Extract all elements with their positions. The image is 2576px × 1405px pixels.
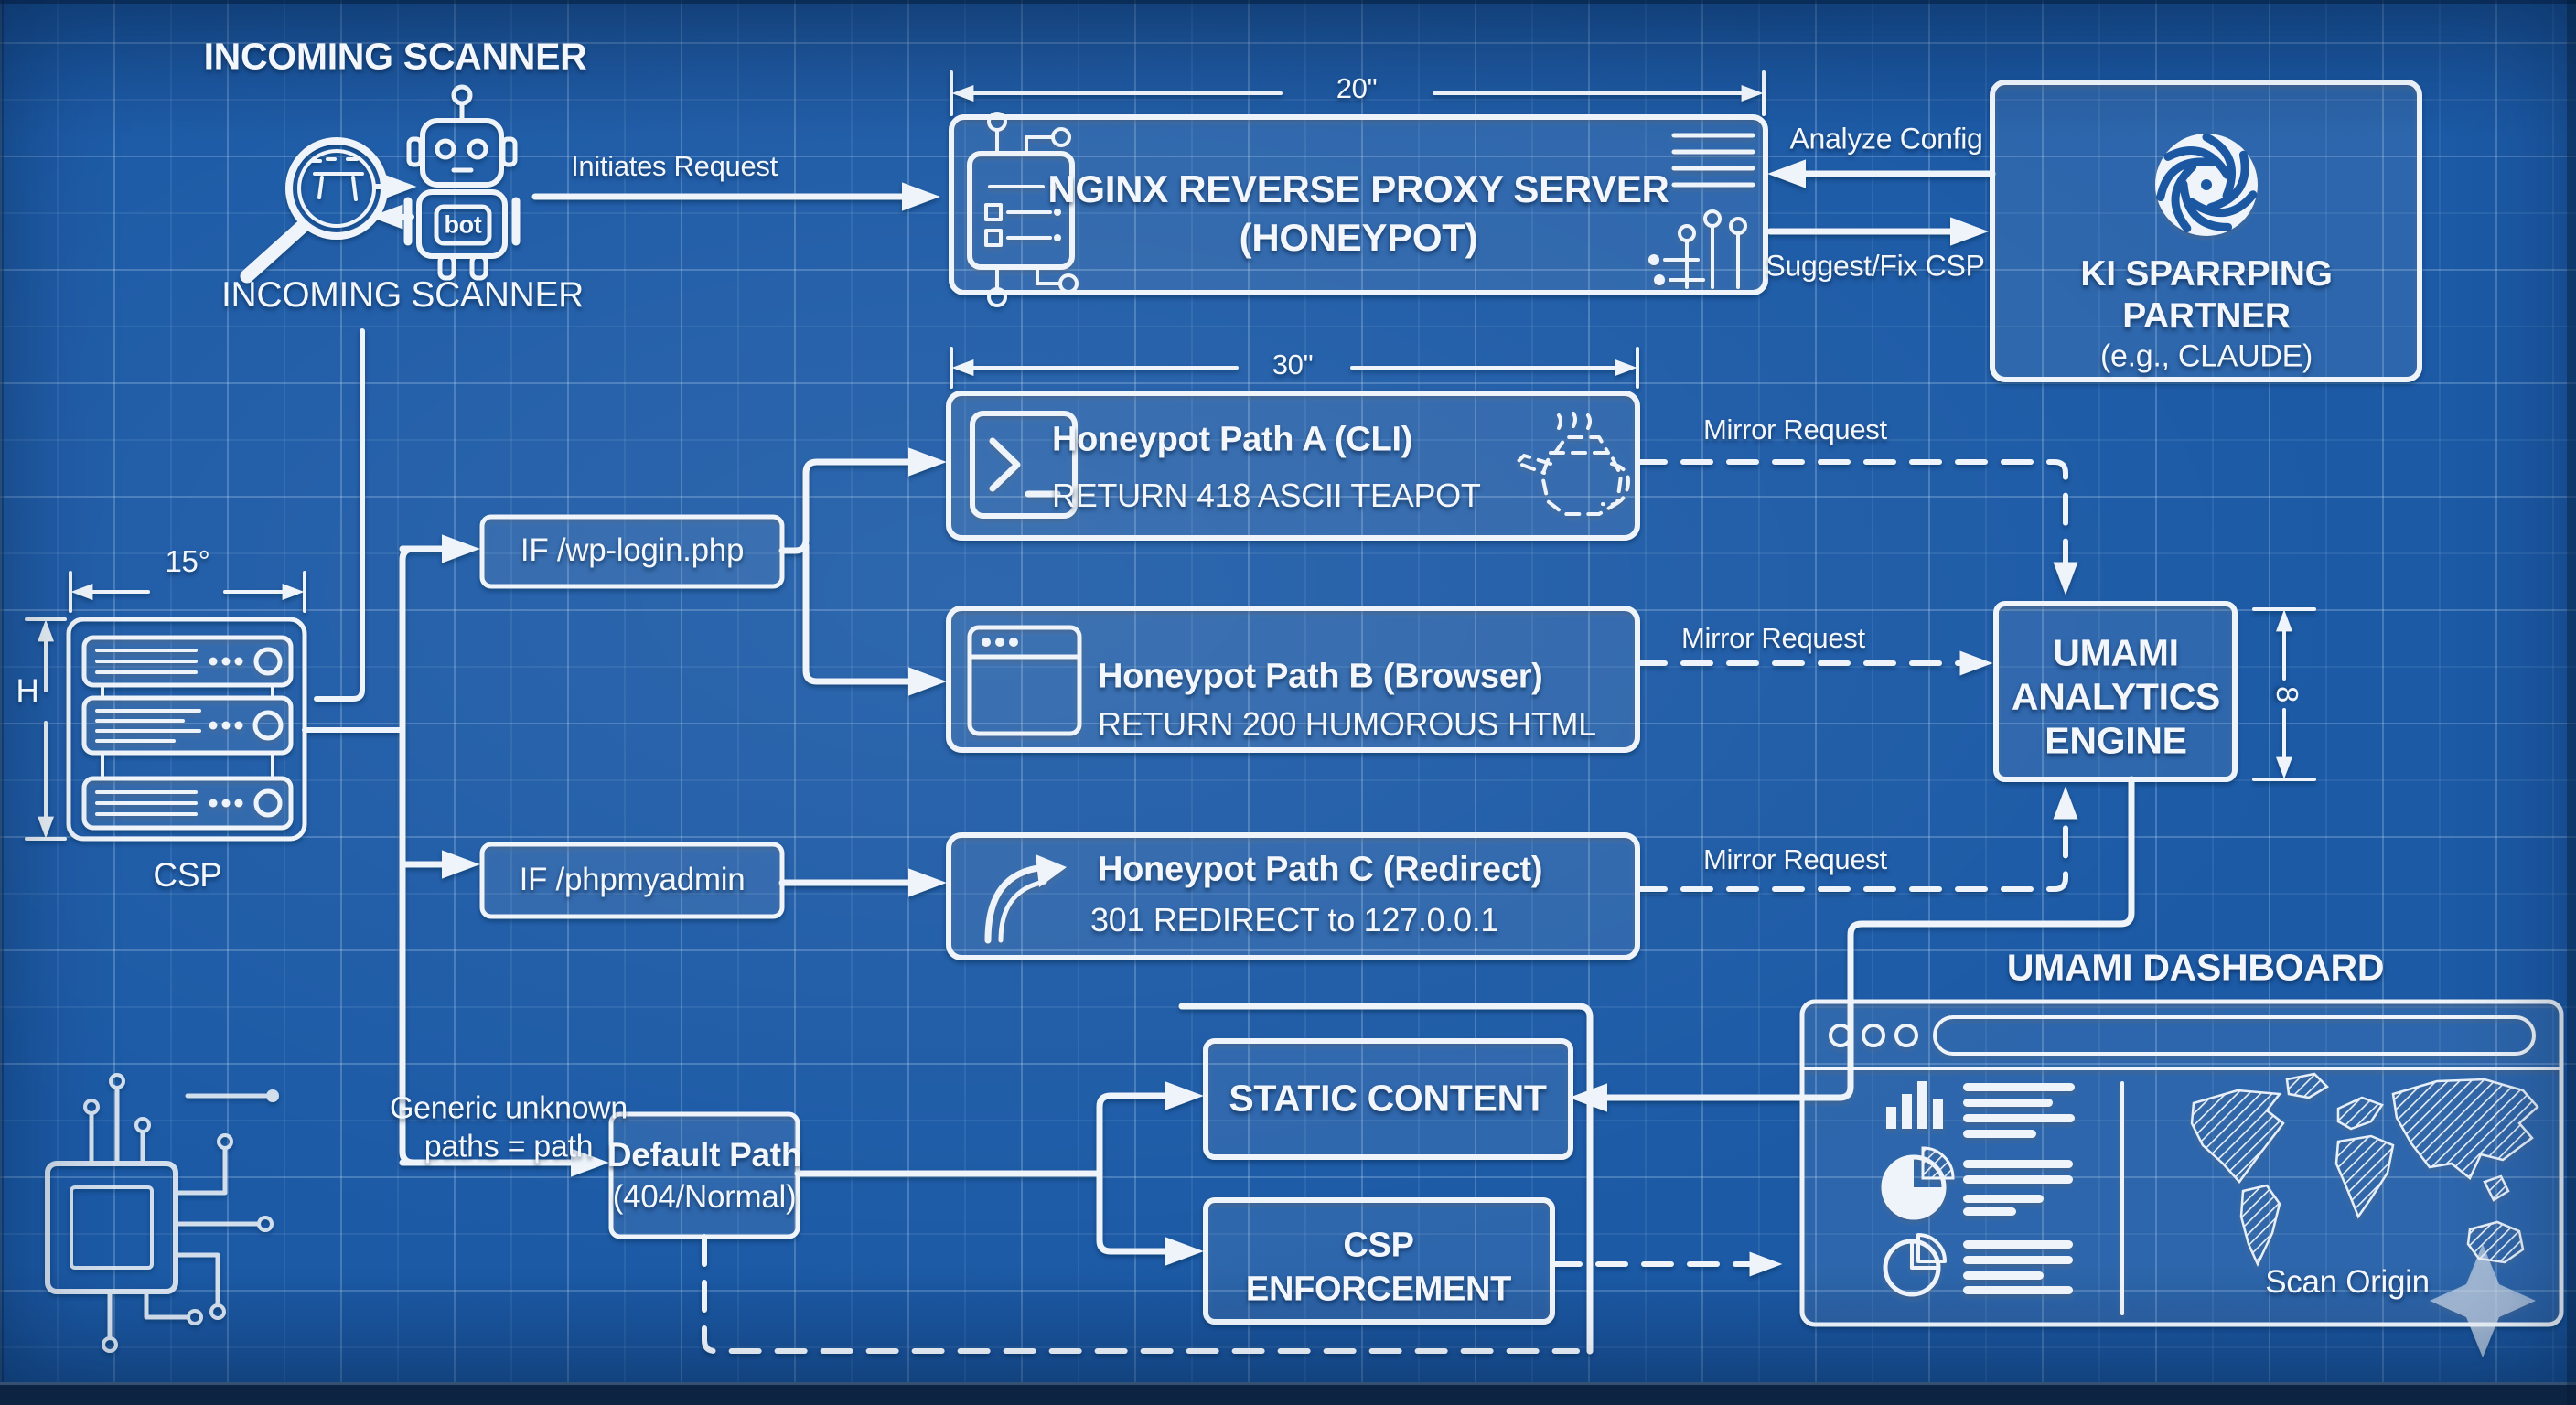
- donut-chart-icon: [1883, 1233, 1947, 1297]
- generic-paths-note: Generic unknown: [389, 1090, 628, 1126]
- dimension-30-ticks: [950, 347, 1639, 389]
- path-c-title: Honeypot Path C (Redirect): [1098, 850, 1543, 889]
- edge-shade: [2567, 0, 2576, 1405]
- dimension-h-label: H: [16, 673, 39, 709]
- dimension-8-ticks: [2252, 607, 2316, 781]
- analytics-engine-label3: ENGINE: [2045, 719, 2187, 762]
- if-phpmyadmin-label: IF /phpmyadmin: [519, 862, 746, 897]
- if-wp-login-box: [479, 514, 785, 589]
- nginx-title: NGINX REVERSE PROXY SERVER: [1047, 167, 1669, 210]
- path-c-subtitle: 301 REDIRECT to 127.0.0.1: [1090, 901, 1499, 938]
- window-control-icon: [1862, 1024, 1885, 1047]
- scan-origin-label: Scan Origin: [2265, 1264, 2430, 1300]
- url-bar: [1933, 1015, 2536, 1056]
- sparkle-icon: [2430, 1244, 2536, 1357]
- csp-enforcement-box: [1203, 1197, 1555, 1325]
- mirror-request-label-c: Mirror Request: [1703, 843, 1887, 875]
- connector-trunk: [399, 545, 417, 1166]
- terminal-icon: [970, 411, 1078, 519]
- dimension-8-label: 8: [2270, 685, 2304, 703]
- bar-chart-icon: [1886, 1081, 1943, 1129]
- dashed-mirror-a: [1635, 459, 2078, 595]
- mirror-request-label-b: Mirror Request: [1681, 622, 1865, 654]
- path-a-box: [946, 391, 1640, 541]
- path-b-box: [946, 606, 1640, 753]
- stat-text-lines: [1963, 1240, 2073, 1294]
- ki-partner-name2: PARTNER: [2122, 296, 2291, 336]
- mirror-request-label-a: Mirror Request: [1703, 413, 1887, 445]
- suggest-fix-label: Suggest/Fix CSP: [1766, 249, 1985, 283]
- stat-text-lines: [1963, 1160, 2073, 1216]
- knot-logo-icon: [2155, 133, 2258, 236]
- analytics-engine-label: UMAMI: [2053, 631, 2179, 674]
- ki-partner-name: KI SPARRPING: [2080, 254, 2333, 294]
- analyze-config-label: Analyze Config: [1789, 122, 1983, 156]
- server-stack-icon: [66, 617, 307, 842]
- arrow-wp-to-path-a: [778, 447, 947, 554]
- nginx-box: [949, 114, 1768, 295]
- connector-scanner-down: [314, 328, 365, 702]
- teapot-icon: [1515, 412, 1630, 516]
- static-content-label: STATIC CONTENT: [1229, 1077, 1547, 1120]
- world-map: [2190, 1072, 2539, 1267]
- generic-paths-note2: paths = path: [424, 1129, 594, 1164]
- dimension-15-ticks: [69, 571, 306, 613]
- robot-icon: [403, 84, 521, 281]
- ki-partner-example: (e.g., CLAUDE): [2100, 338, 2313, 374]
- node-boxes: [479, 80, 2422, 1325]
- static-content-box: [1203, 1038, 1573, 1160]
- dashboard-heading: UMAMI DASHBOARD: [2006, 946, 2385, 989]
- window-control-icon: [1829, 1024, 1852, 1047]
- csp-enforcement-label2: ENFORCEMENT: [1245, 1270, 1512, 1309]
- path-a-title: Honeypot Path A (CLI): [1052, 420, 1413, 459]
- default-path-subtitle: (404/Normal): [612, 1179, 797, 1215]
- dashed-default-path-loop: [702, 1234, 1580, 1354]
- path-b-subtitle: RETURN 200 HUMOROUS HTML: [1098, 705, 1596, 743]
- pie-chart-icon: [1881, 1146, 1955, 1220]
- csp-origin-label: CSP: [153, 856, 222, 894]
- dimension-h-ticks: [25, 617, 67, 841]
- bot-label: bot: [444, 210, 482, 239]
- connector-default-split: [794, 1092, 1138, 1255]
- chip-icon: [45, 1073, 279, 1353]
- dimension-15-label: 15°: [165, 544, 210, 578]
- dashboard-window: [1799, 999, 2564, 1327]
- dimension-20-ticks: [950, 70, 1766, 116]
- bot-label-box: [434, 204, 492, 246]
- default-path-title: Default Path: [606, 1136, 802, 1174]
- footer-bar: [0, 1382, 2576, 1405]
- stat-text-lines: [1963, 1083, 2075, 1138]
- dimension-lines: [25, 70, 2316, 841]
- arrow-wp-to-path-b: [802, 542, 947, 696]
- scanner-caption: INCOMING SCANNER: [220, 275, 585, 315]
- analytics-engine-box: [1993, 601, 2238, 782]
- dashed-mirror-c: [1635, 786, 2078, 892]
- path-a-subtitle: RETURN 418 ASCII TEAPOT: [1052, 477, 1481, 514]
- circuit-trace-icon: [1648, 133, 1755, 289]
- connector-lines: [302, 159, 2135, 1355]
- default-path-box: [608, 1111, 800, 1239]
- server-list-icon: [967, 112, 1079, 307]
- csp-enforcement-label: CSP: [1343, 1226, 1414, 1265]
- path-b-title: Honeypot Path B (Browser): [1098, 657, 1543, 696]
- if-phpmyadmin-box: [479, 842, 785, 919]
- path-c-box: [946, 832, 1640, 960]
- if-wp-login-label: IF /wp-login.php: [520, 532, 745, 568]
- nginx-subtitle: (HONEYPOT): [1239, 216, 1478, 259]
- magnifier-icon: [240, 137, 388, 284]
- redirect-arrow-icon: [984, 854, 1067, 944]
- connector-bracket: [1178, 1003, 1594, 1355]
- window-control-icon: [1894, 1024, 1918, 1047]
- scanner-title: INCOMING SCANNER: [203, 35, 587, 78]
- dimension-20-label: 20": [1336, 72, 1378, 104]
- initiates-request-label: Initiates Request: [571, 150, 778, 182]
- analytics-engine-label2: ANALYTICS: [2011, 675, 2221, 718]
- dimension-30-label: 30": [1272, 349, 1314, 381]
- browser-icon: [967, 625, 1082, 736]
